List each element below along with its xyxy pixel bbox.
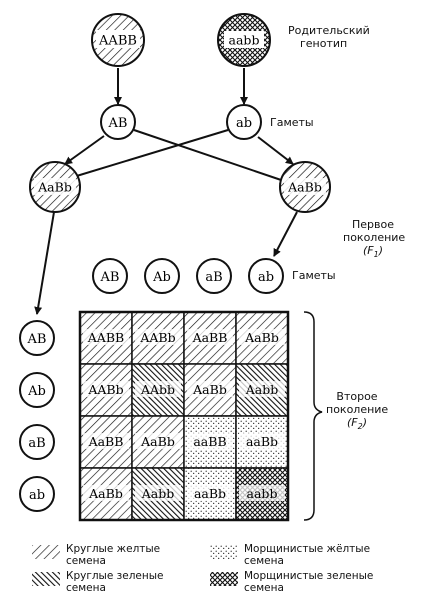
punnett-cell: AaBb [183, 363, 237, 417]
row-gamete-2: aB [19, 424, 55, 460]
f1-left-genotype: AaBb [37, 180, 72, 195]
connector-arrows [34, 68, 298, 315]
parent-left-circle: AABB [91, 13, 145, 67]
punnett-cell: AaBb [131, 415, 185, 469]
column-gamete-label: Ab [152, 270, 171, 285]
punnett-cell-genotype: AABb [87, 382, 123, 397]
row-gamete-label: aB [28, 436, 45, 451]
gamete-top-right-label: ab [236, 116, 252, 131]
punnett-cell: aaBB [183, 415, 237, 469]
arrow-gamete-ab-to-f1-right [257, 136, 294, 165]
arrow-f1-left-to-row-gametes [34, 211, 55, 315]
punnett-cell: aaBb [183, 467, 237, 521]
arrow-gamete-AB-to-f1-right [133, 129, 288, 184]
gametes-label-top: Гаметы [270, 116, 314, 129]
punnett-cell: AaBB [79, 415, 133, 469]
punnett-cell-genotype: aaBb [194, 486, 226, 501]
punnett-border [78, 310, 290, 522]
punnett-cell: AaBB [183, 311, 237, 365]
punnett-cell: Aabb [235, 363, 289, 417]
legend-swatch-round-green [32, 572, 60, 586]
punnett-cell-genotype: AaBb [88, 486, 123, 501]
punnett-cell-genotype: AaBb [192, 382, 227, 397]
column-gamete-1: Ab [144, 258, 180, 294]
gametes-label-f1: Гаметы [292, 269, 336, 282]
f1-right-circle: AaBb [279, 161, 331, 213]
row-gamete-0: AB [19, 320, 55, 356]
punnett-cell-genotype: AaBb [244, 330, 279, 345]
punnett-cell: aabb [235, 467, 289, 521]
column-gamete-3: ab [248, 258, 284, 294]
punnett-cell-genotype: AaBB [88, 434, 124, 449]
punnett-cell-genotype: Aabb [245, 382, 278, 397]
row-gamete-label: Ab [27, 384, 46, 399]
f2-bracket [303, 311, 323, 521]
punnett-cell-genotype: aabb [247, 486, 278, 501]
arrow-f1-right-to-col-gametes [273, 211, 298, 257]
column-gamete-label: ab [258, 270, 274, 285]
parent-right-genotype: aabb [229, 33, 260, 48]
punnett-cell: AaBb [235, 311, 289, 365]
row-gamete-1: Ab [19, 372, 55, 408]
punnett-cell-genotype: AABB [87, 330, 124, 345]
punnett-cell-genotype: aaBB [193, 434, 226, 449]
punnett-cell: AABb [131, 311, 185, 365]
legend-swatch-wrinkled-green [210, 572, 238, 586]
column-gametes: AB Ab aB ab [92, 258, 284, 294]
parent-right-circle: aabb [217, 13, 271, 67]
punnett-cell-genotype: Aabb [141, 486, 174, 501]
punnett-cell: AABB [79, 311, 133, 365]
punnett-cell-genotype: aaBb [246, 434, 278, 449]
row-gamete-3: ab [19, 476, 55, 512]
column-gamete-label: aB [205, 270, 222, 285]
f1-right-genotype: AaBb [287, 180, 322, 195]
f2-label: Второе поколение (F2) [326, 390, 389, 432]
parent-genotype-label: Родительский генотип [288, 24, 370, 50]
punnett-cell: AAbb [131, 363, 185, 417]
punnett-cell: aaBb [235, 415, 289, 469]
arrow-gamete-ab-to-f1-left [69, 129, 229, 180]
row-gamete-label: AB [27, 332, 47, 347]
arrow-gamete-AB-to-f1-left [64, 135, 105, 165]
row-gamete-label: ab [29, 488, 45, 503]
column-gamete-0: AB [92, 258, 128, 294]
punnett-cell-genotype: AAbb [140, 382, 175, 397]
legend-swatch-round-yellow [32, 545, 60, 559]
legend-swatch-wrinkled-yellow [210, 545, 238, 559]
punnett-cell-genotype: AaBB [192, 330, 228, 345]
parent-left-genotype: AABB [98, 34, 137, 49]
f1-left-circle: AaBb [29, 161, 81, 213]
punnett-cell: AaBb [79, 467, 133, 521]
row-gametes: AB Ab aB ab [19, 320, 55, 512]
column-gamete-label: AB [100, 270, 120, 285]
punnett-cell-genotype: AaBb [140, 434, 175, 449]
f1-label: Первое поколение (F1) [343, 218, 406, 260]
punnett-cell: AABb [79, 363, 133, 417]
punnett-cell-genotype: AABb [139, 330, 175, 345]
gamete-top-right: ab [226, 104, 262, 140]
gamete-top-left: AB [100, 104, 136, 140]
column-gamete-2: aB [196, 258, 232, 294]
punnett-cell: Aabb [131, 467, 185, 521]
gamete-top-left-label: AB [108, 116, 128, 131]
